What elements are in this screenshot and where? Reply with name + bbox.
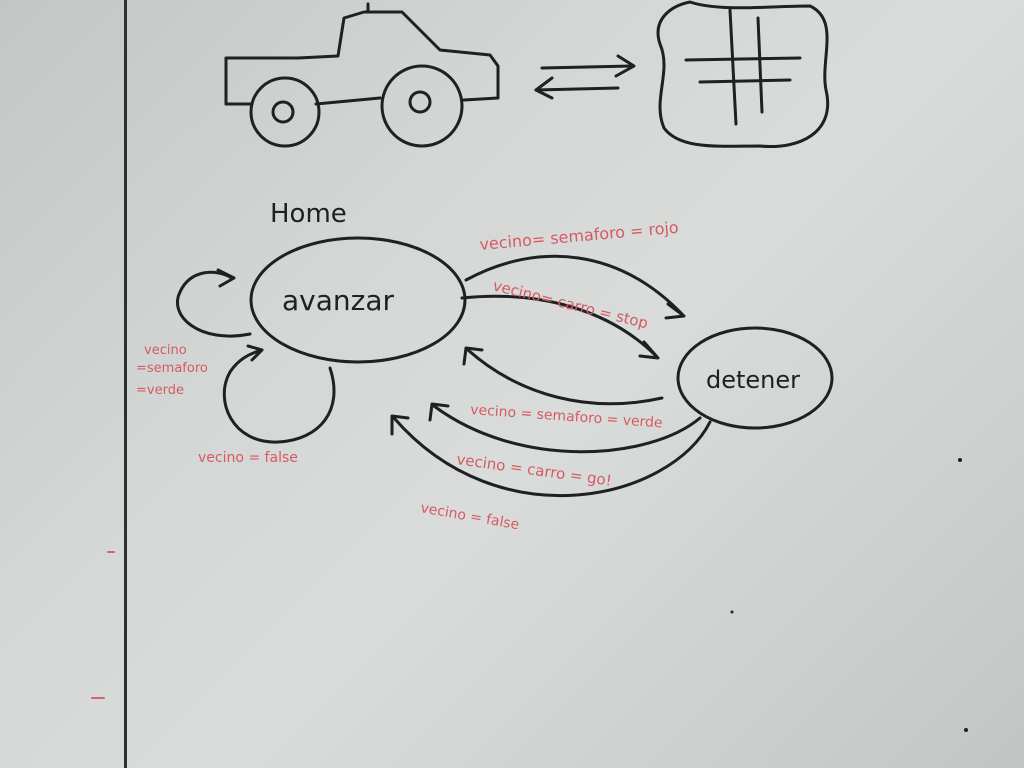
self-loop-bottom xyxy=(222,344,336,444)
grid-blob-sketch xyxy=(656,0,830,149)
state-detener-label: detener xyxy=(706,366,800,394)
arrow-detener-to-avanzar-1 xyxy=(462,346,664,406)
state-detener-circle xyxy=(676,326,834,430)
self-loop-label-line-2: =semaforo xyxy=(136,361,208,376)
car-rear-wheel xyxy=(249,76,321,148)
transition-label-carro-go: vecino = carro = go! xyxy=(455,450,612,490)
transition-label-false-return: vecino = false xyxy=(419,500,520,533)
initial-state-label: Home xyxy=(270,199,347,229)
board-marks xyxy=(91,458,968,732)
self-loop-left xyxy=(176,268,252,338)
state-avanzar-label: avanzar xyxy=(282,284,394,317)
self-loop-label-line-1: vecino xyxy=(144,343,187,358)
transition-label-carro-stop: vecino= carro = stop xyxy=(491,276,650,332)
arrow-detener-to-avanzar-2 xyxy=(428,402,702,454)
state-detener: detener xyxy=(676,326,834,430)
arrow-detener-to-avanzar-3 xyxy=(390,414,712,497)
whiteboard-panel-divider xyxy=(124,0,127,768)
state-avanzar-circle xyxy=(249,236,467,364)
car-front-wheel xyxy=(380,64,464,148)
arrow-avanzar-to-detener-1 xyxy=(464,254,686,320)
state-avanzar: avanzar xyxy=(249,236,467,364)
self-loop-bottom-label: vecino = false xyxy=(198,450,298,466)
self-loop-label-line-3: =verde xyxy=(136,383,184,398)
transition-label-semaforo-verde: vecino = semaforo = verde xyxy=(470,402,663,431)
bidirectional-arrows xyxy=(534,54,636,100)
arrow-avanzar-to-detener-2 xyxy=(460,294,660,360)
car-sketch xyxy=(224,2,500,148)
transition-label-semaforo-rojo: vecino= semaforo = rojo xyxy=(479,218,680,254)
